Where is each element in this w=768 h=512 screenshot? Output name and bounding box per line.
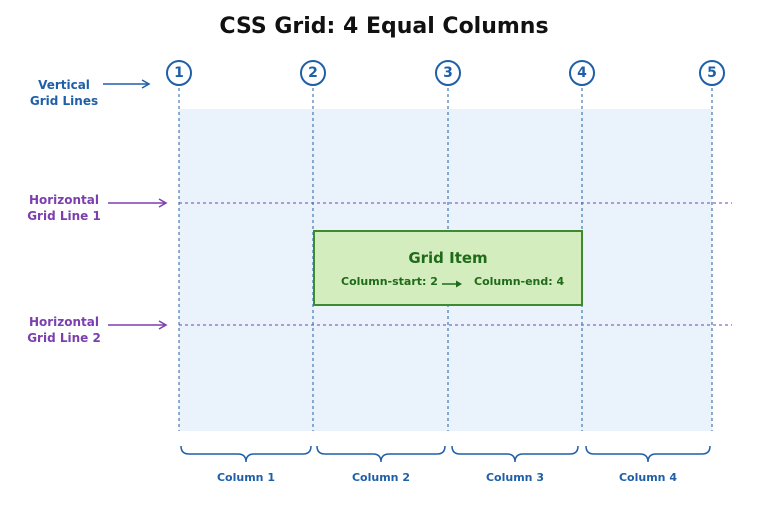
column-brace-4 xyxy=(585,445,711,463)
column-label-2: Column 2 xyxy=(351,471,410,484)
column-label-3: Column 3 xyxy=(485,471,544,484)
grid-line-number-3: 3 xyxy=(435,60,461,86)
horizontal-grid-line-2-label: Horizontal Grid Line 2 xyxy=(27,315,101,345)
diagram-title: CSS Grid: 4 Equal Columns xyxy=(219,14,549,39)
vertical-lines-arrow xyxy=(103,79,151,89)
grid-item-title: Grid Item xyxy=(408,249,488,267)
vertical-grid-lines-label: Vertical Grid Lines xyxy=(29,78,99,108)
grid-line-number-4: 4 xyxy=(569,60,595,86)
horizontal-grid-lines xyxy=(179,202,732,326)
horizontal-line-1-arrow xyxy=(108,198,168,208)
column-end-text: Column-end: 4 xyxy=(474,275,565,288)
horizontal-grid-line-1-label: Horizontal Grid Line 1 xyxy=(27,193,101,223)
grid-item: Grid Item Column-start: 2 Column-end: 4 xyxy=(313,230,583,306)
grid-line-number-2: 2 xyxy=(300,60,326,86)
column-brace-1 xyxy=(180,445,312,463)
grid-line-number-1: 1 xyxy=(166,60,192,86)
column-braces xyxy=(180,445,711,463)
horizontal-line-2-arrow xyxy=(108,320,168,330)
right-arrow-icon xyxy=(442,280,462,288)
column-start-text: Column-start: 2 xyxy=(341,275,438,288)
column-brace-3 xyxy=(451,445,579,463)
column-label-4: Column 4 xyxy=(618,471,677,484)
column-brace-2 xyxy=(316,445,446,463)
grid-line-number-5: 5 xyxy=(699,60,725,86)
column-label-1: Column 1 xyxy=(216,471,275,484)
pointer-arrows xyxy=(103,79,168,330)
